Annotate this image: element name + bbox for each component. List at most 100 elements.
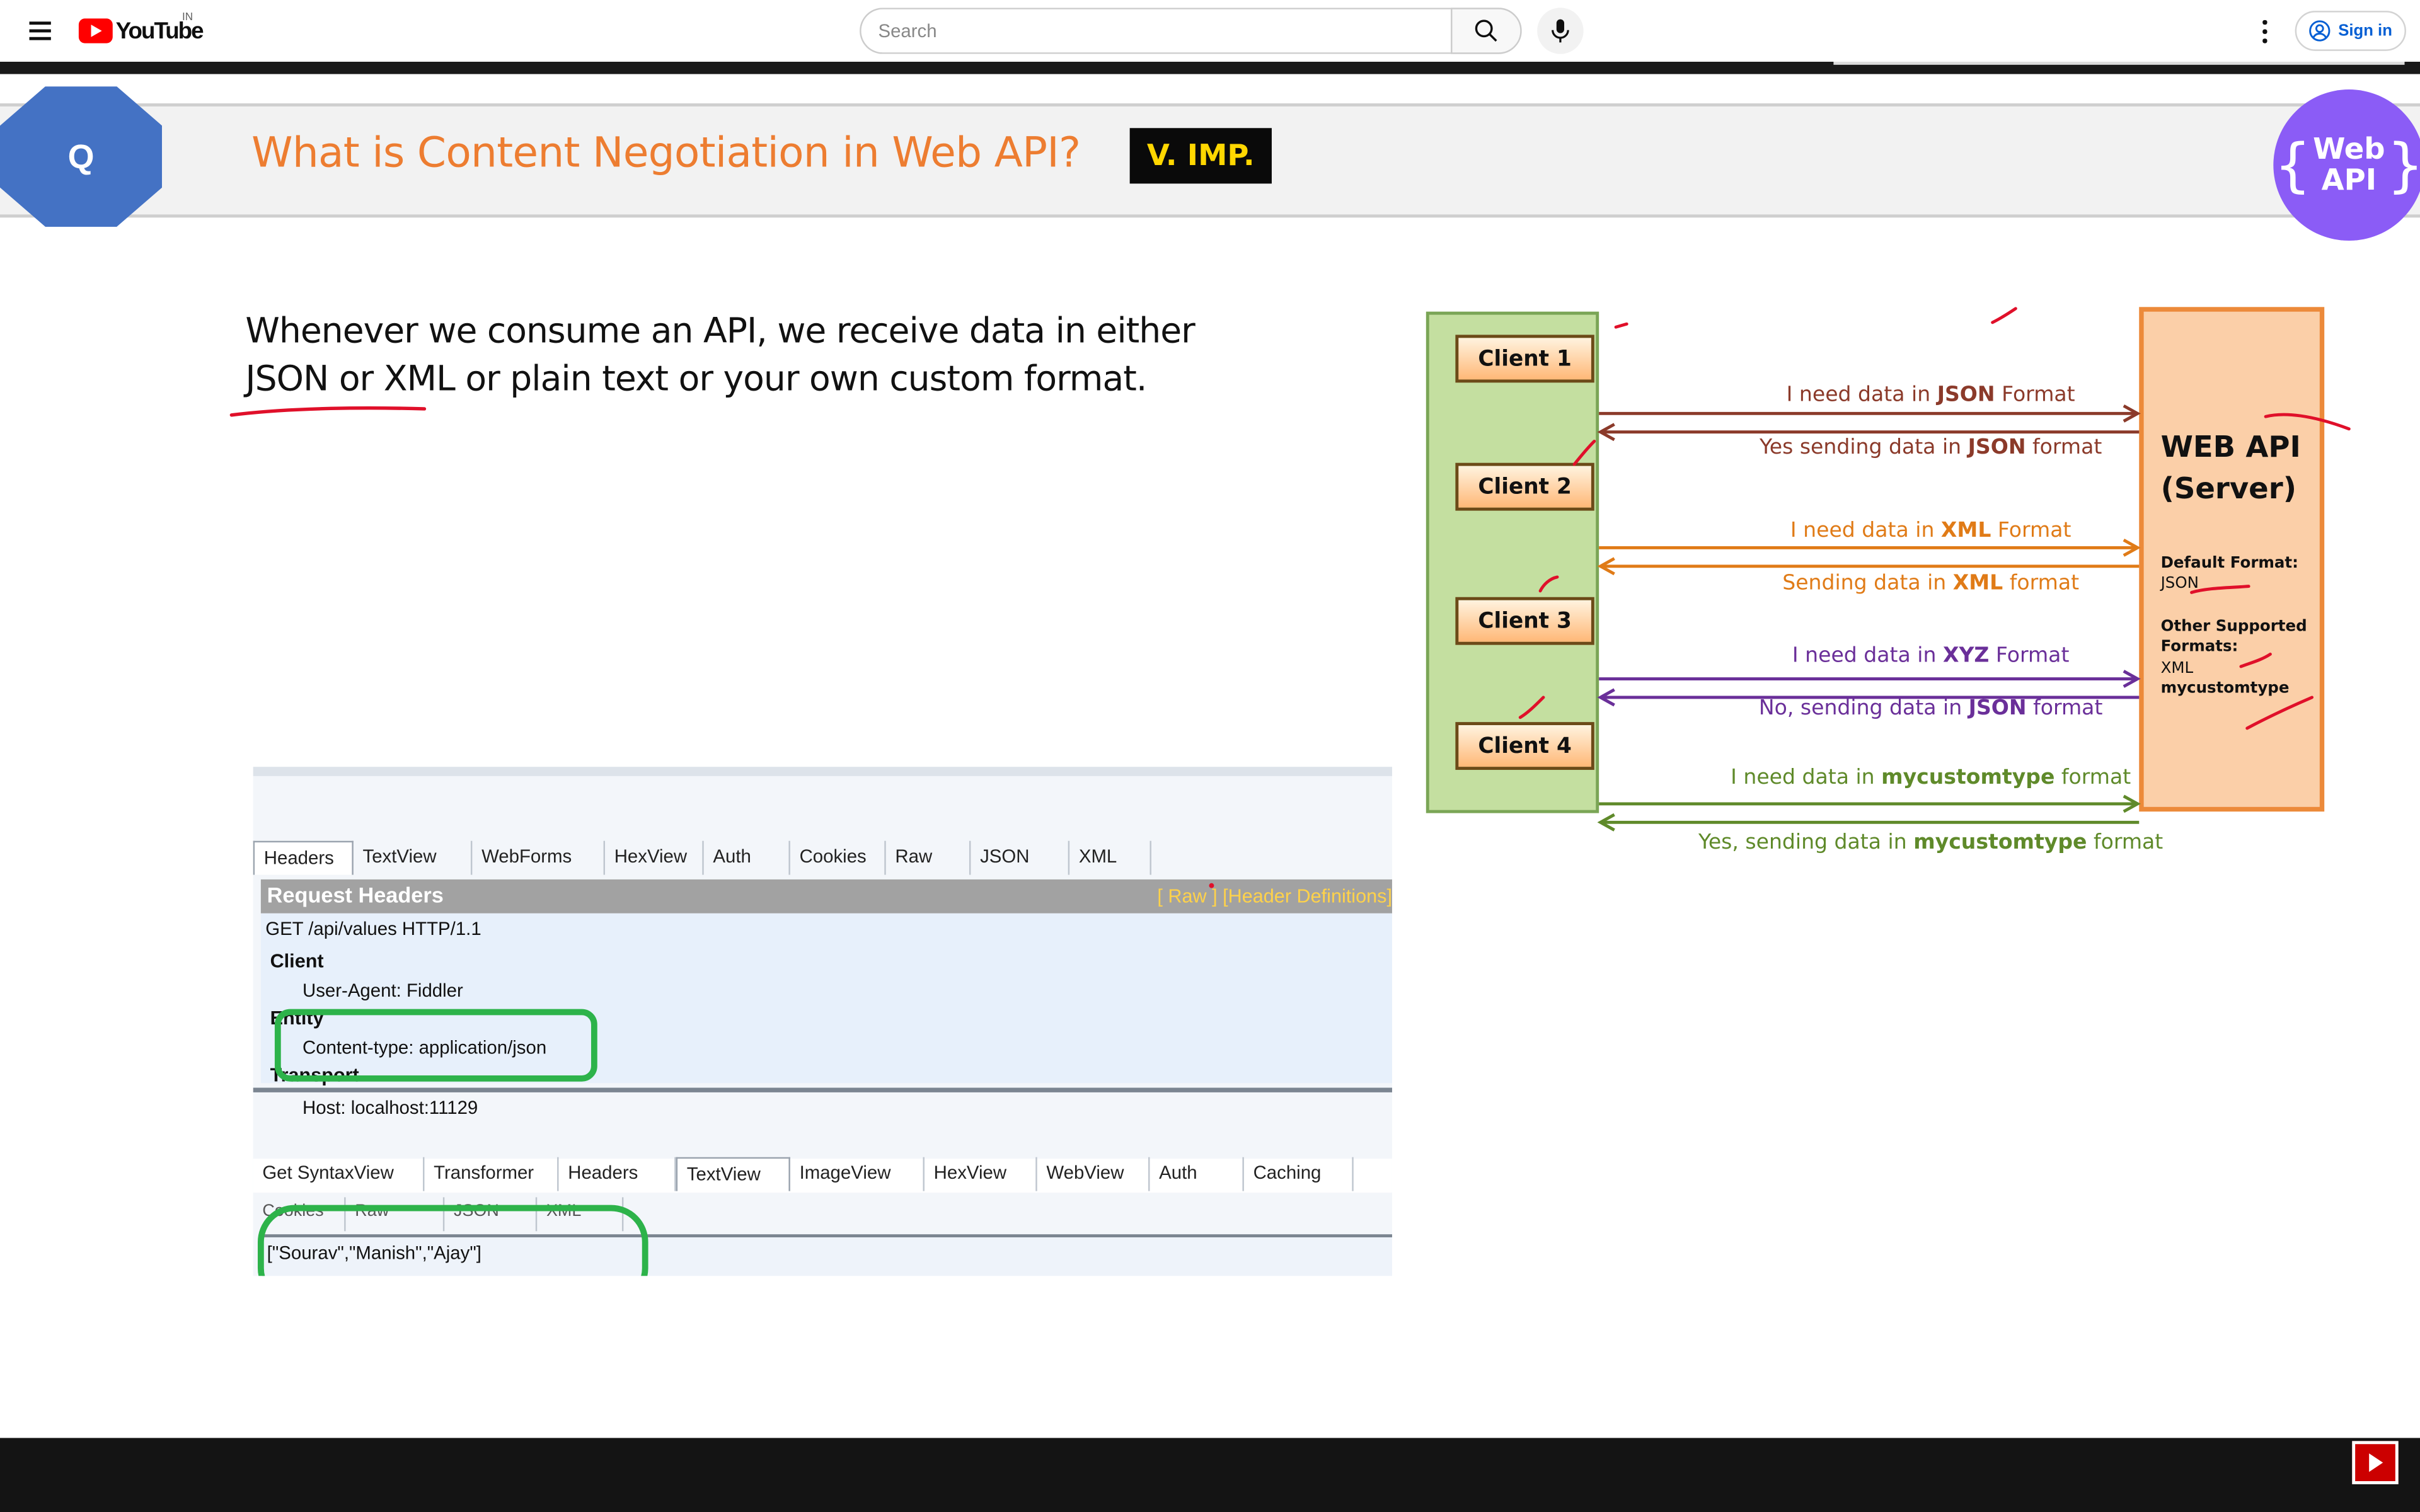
content-type-highlight — [274, 1009, 597, 1082]
request-headers-body: GET /api/values HTTP/1.1 Client User-Age… — [260, 913, 1392, 1086]
account-icon — [2309, 20, 2331, 42]
response-body-text: ["Sourav","Manish","Ajay"] — [267, 1242, 481, 1264]
response-arrowhead-3 — [1597, 688, 1615, 707]
underline-json-xml — [229, 406, 427, 417]
response-label-3: No, sending data in JSON format — [1758, 696, 2103, 721]
response-tab-get-syntaxview[interactable]: Get SyntaxView — [253, 1157, 425, 1191]
request-label-3: I need data in XYZ Format — [1792, 643, 2070, 668]
video-top-line — [1833, 61, 2405, 65]
response-tab-textview[interactable]: TextView — [676, 1157, 790, 1191]
response-highlight — [257, 1205, 648, 1276]
response-tab-transformer[interactable]: Transformer — [424, 1157, 559, 1191]
question-letter: Q — [67, 136, 95, 175]
intro-line-2: JSON or XML or plain text or your own cu… — [245, 359, 1147, 400]
request-arrowhead-3 — [2123, 670, 2141, 688]
client-box-2: Client 2 — [1455, 462, 1594, 511]
server-title-line-2: (Server) — [2160, 472, 2296, 507]
right-brace-icon: } — [2387, 136, 2420, 195]
request-arrowhead-1 — [2123, 404, 2141, 423]
menu-icon[interactable] — [21, 13, 59, 50]
other-format-xml: XML — [2160, 660, 2194, 678]
header-user-agent: User-Agent: Fiddler — [302, 980, 463, 1002]
response-tab-auth[interactable]: Auth — [1150, 1157, 1244, 1191]
video-bottom-bar — [0, 1438, 2420, 1512]
request-tab-hexview[interactable]: HexView — [605, 840, 704, 875]
response-tab-caching[interactable]: Caching — [1244, 1157, 1354, 1191]
microphone-icon — [1552, 19, 1569, 43]
server-title-line-1: WEB API — [2160, 430, 2301, 465]
request-arrowhead-4 — [2123, 794, 2141, 813]
client-box-4: Client 4 — [1455, 722, 1594, 770]
default-format-label: Default Format: — [2160, 555, 2298, 573]
response-tab-hexview[interactable]: HexView — [925, 1157, 1037, 1191]
client-box-3: Client 3 — [1455, 597, 1594, 645]
request-headers-bar: Request Headers [ Raw ] [Header Definiti… — [260, 879, 1392, 914]
exchange-arrows — [1597, 404, 2141, 832]
intro-paragraph: Whenever we consume an API, we receive d… — [245, 309, 1248, 404]
voice-search-button[interactable] — [1537, 8, 1584, 54]
request-headers-title: Request Headers — [267, 882, 444, 907]
response-tabs-bg — [253, 1159, 1392, 1193]
response-arrowhead-2 — [1597, 557, 1615, 576]
request-header-links[interactable]: [ Raw ] [Header Definitions] — [1157, 885, 1392, 907]
response-label-1: Yes sending data in JSON format — [1759, 435, 2102, 460]
request-tab-xml[interactable]: XML — [1069, 840, 1151, 875]
left-brace-icon: { — [2274, 131, 2312, 199]
request-line: GET /api/values HTTP/1.1 — [265, 918, 481, 940]
youtube-logo-text: YouTube — [115, 18, 204, 44]
logo-text-web: Web — [2313, 132, 2385, 167]
subscribe-watermark-icon[interactable] — [2352, 1441, 2399, 1484]
question-octagon-icon: Q — [0, 86, 163, 227]
other-format-custom: mycustomtype — [2160, 680, 2290, 697]
youtube-play-icon — [78, 18, 113, 43]
request-tab-textview[interactable]: TextView — [354, 840, 473, 875]
request-tab-cookies[interactable]: Cookies — [790, 840, 886, 875]
response-arrowhead-4 — [1597, 813, 1615, 832]
search-icon — [1475, 20, 1497, 42]
response-label-4: Yes, sending data in mycustomtype format — [1698, 830, 2164, 855]
request-label-1: I need data in JSON Format — [1786, 382, 2075, 408]
logo-text-api: API — [2321, 163, 2377, 198]
request-tab-auth[interactable]: Auth — [704, 840, 790, 875]
youtube-logo[interactable]: YouTube — [78, 15, 204, 46]
video-top-strip — [0, 61, 2420, 74]
search-input[interactable] — [860, 8, 1453, 54]
slide-title: What is Content Negotiation in Web API? — [251, 129, 1081, 178]
request-tab-headers[interactable]: Headers — [253, 840, 354, 875]
response-body — [260, 1237, 1392, 1276]
request-tab-json[interactable]: JSON — [971, 840, 1070, 875]
group-client: Client — [270, 950, 324, 972]
other-formats-label-2: Formats: — [2160, 638, 2238, 656]
request-tab-webforms[interactable]: WebForms — [472, 840, 605, 875]
more-options-icon[interactable] — [2249, 15, 2279, 46]
country-code: IN — [182, 12, 193, 23]
sign-in-button[interactable]: Sign in — [2295, 11, 2406, 51]
request-tab-raw[interactable]: Raw — [886, 840, 971, 875]
intro-line-1: Whenever we consume an API, we receive d… — [245, 311, 1195, 352]
response-separator — [253, 1087, 1392, 1092]
request-arrowhead-2 — [2123, 539, 2141, 557]
youtube-topbar: YouTube IN Sign in — [0, 0, 2420, 62]
client-box-1: Client 1 — [1455, 335, 1594, 383]
response-tab-headers[interactable]: Headers — [559, 1157, 676, 1191]
search-button[interactable] — [1451, 8, 1522, 54]
header-content-type: Content-type: application/json — [302, 1036, 547, 1058]
response-tab-imageview[interactable]: ImageView — [790, 1157, 925, 1191]
video-player[interactable]: Q What is Content Negotiation in Web API… — [0, 61, 2420, 1512]
request-label-2: I need data in XML Format — [1790, 518, 2071, 544]
header-host: Host: localhost:11129 — [302, 1097, 478, 1119]
response-label-2: Sending data in XML format — [1782, 571, 2080, 596]
response-tab-webview[interactable]: WebView — [1037, 1157, 1150, 1191]
sign-in-label: Sign in — [2338, 21, 2392, 40]
response-separator-2 — [260, 1234, 1392, 1238]
importance-badge: V. IMP. — [1129, 128, 1272, 184]
response-arrowhead-1 — [1597, 423, 1615, 442]
server-title: WEB API (Server) — [2161, 427, 2301, 510]
request-label-4: I need data in mycustomtype format — [1731, 765, 2131, 790]
fiddler-cut-toolbar — [253, 767, 1392, 776]
other-formats-label-1: Other Supported — [2160, 619, 2307, 636]
